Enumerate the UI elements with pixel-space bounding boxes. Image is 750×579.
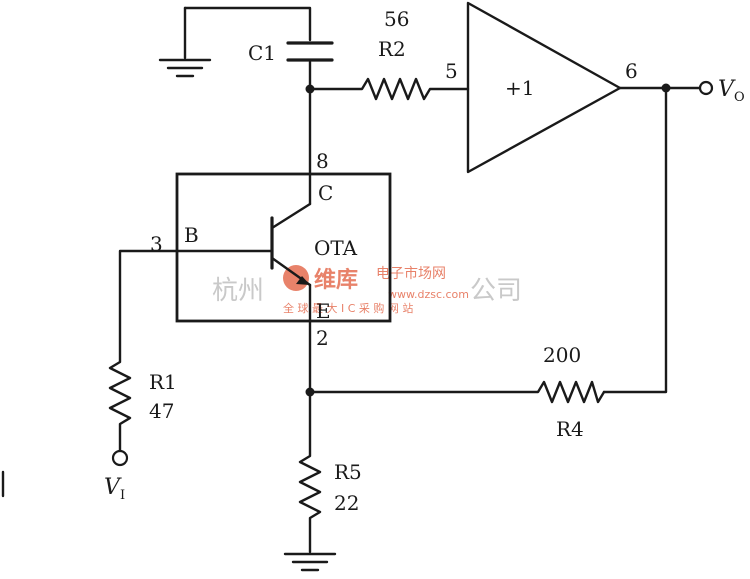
watermark-company-left: 杭州 — [212, 276, 264, 306]
feedback-wire — [602, 86, 668, 394]
output-label-sub: O — [734, 90, 745, 105]
ota-e-label: E — [316, 299, 331, 323]
buffer-pin-5: 5 — [445, 59, 458, 83]
ota-pin-3: 3 — [150, 232, 163, 256]
r5-value: 22 — [334, 491, 359, 515]
output-label: V — [718, 77, 736, 102]
emitter-arrow-icon — [296, 276, 310, 285]
ota-block: C B E OTA — [175, 172, 392, 323]
input-terminal: V I — [104, 449, 129, 503]
input-terminal-circle — [111, 449, 129, 467]
ota-pin-2: 2 — [316, 326, 329, 350]
r4-label: R4 — [556, 417, 584, 441]
resistor-r1: 3 R1 47 — [108, 232, 274, 452]
resistor-r4: 200 R4 — [308, 343, 606, 441]
unity-buffer: +1 5 6 — [445, 1, 638, 174]
ground-icon — [283, 552, 337, 572]
buffer-gain: +1 — [505, 76, 534, 100]
capacitor-c1: C1 — [158, 6, 334, 90]
output-terminal-circle — [698, 80, 714, 96]
watermark-url: www.dzsc.com — [388, 288, 469, 301]
watermark: 杭州 公司 维库 电子市场网 www.dzsc.com 全 球 最 大 I C … — [212, 265, 522, 315]
watermark-slogan: 全 球 最 大 I C 采 购 网 站 — [283, 301, 413, 315]
ota-pin-8: 8 — [316, 149, 329, 173]
transistor-collector — [270, 202, 312, 230]
resistor-r5: R5 22 — [298, 390, 362, 554]
buffer-pin-6: 6 — [625, 59, 638, 83]
r5-label: R5 — [334, 460, 362, 484]
input-label-sub: I — [120, 488, 125, 503]
r1-label: R1 — [149, 370, 177, 394]
resistor-r2: 56 R2 — [308, 7, 470, 101]
ota-name: OTA — [314, 236, 358, 260]
r2-label: R2 — [378, 37, 406, 61]
r1-value: 47 — [149, 399, 174, 423]
r4-value: 200 — [543, 343, 581, 367]
input-label: V — [104, 475, 122, 500]
watermark-company-right: 公司 — [470, 276, 522, 306]
r2-value: 56 — [384, 7, 409, 31]
c1-label: C1 — [248, 41, 276, 65]
watermark-logo-right: 电子市场网 — [376, 265, 446, 282]
ota-b-label: B — [184, 223, 199, 247]
output-terminal: V O — [618, 77, 745, 105]
ota-c-label: C — [318, 181, 333, 205]
watermark-logo: 维库 — [314, 267, 358, 293]
